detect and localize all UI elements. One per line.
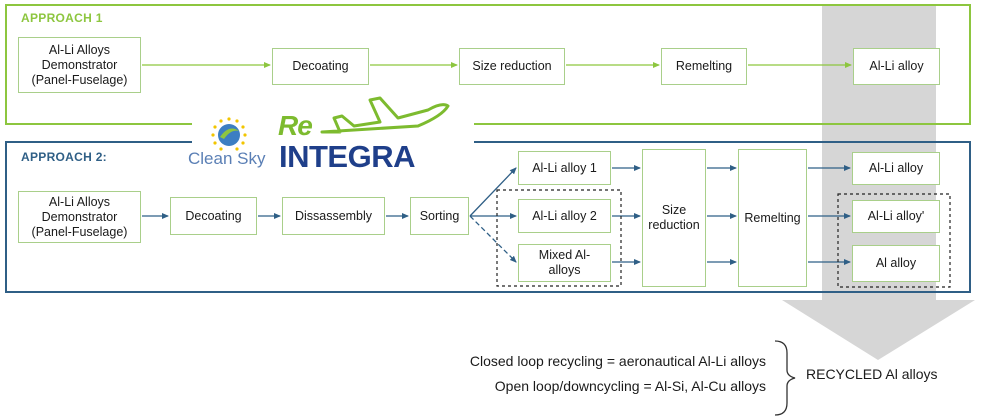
a2-demonstrator-box: Al-Li Alloys Demonstrator (Panel-Fuselag… [18, 191, 141, 243]
open-loop-legend: Open loop/downcycling = Al-Si, Al-Cu all… [494, 378, 766, 394]
approach-2-title: APPROACH 2: [21, 150, 107, 164]
approach-2-section [5, 141, 971, 293]
a1-output-box: Al-Li alloy [853, 48, 940, 85]
a2-disassembly-box: Dissassembly [282, 197, 385, 235]
a2-sorted-al-li-2-box: Al-Li alloy 2 [518, 199, 611, 233]
recycled-result-label: RECYCLED Al alloys [806, 366, 938, 382]
a2-sorting-box: Sorting [410, 197, 469, 235]
a2-decoating-box: Decoating [170, 197, 257, 235]
a2-sorted-mixed-box: Mixed Al- alloys [518, 244, 611, 282]
closed-loop-legend: Closed loop recycling = aeronautical Al-… [469, 353, 766, 369]
reintegra-re-text: Re [278, 110, 313, 141]
approach-1-section [5, 4, 971, 125]
a1-size-reduction-box: Size reduction [459, 48, 565, 85]
clean-sky-emblem-icon [211, 117, 247, 151]
airplane-icon [320, 96, 450, 134]
reintegra-name-text: INTEGRA [279, 139, 416, 174]
a1-demonstrator-box: Al-Li Alloys Demonstrator (Panel-Fuselag… [18, 37, 141, 93]
approach-1-title: APPROACH 1 [21, 11, 103, 25]
a2-remelting-box: Remelting [738, 149, 807, 287]
a2-output-al-box: Al alloy [852, 245, 940, 282]
a2-size-reduction-box: Size reduction [642, 149, 706, 287]
a1-remelting-box: Remelting [661, 48, 747, 85]
a1-decoating-box: Decoating [272, 48, 369, 85]
a2-sorted-al-li-1-box: Al-Li alloy 1 [518, 151, 611, 185]
a2-output-al-li-box: Al-Li alloy [852, 152, 940, 185]
a2-output-al-li-prime-box: Al-Li alloy' [852, 200, 940, 233]
clean-sky-logo-text: Clean Sky [188, 149, 266, 168]
